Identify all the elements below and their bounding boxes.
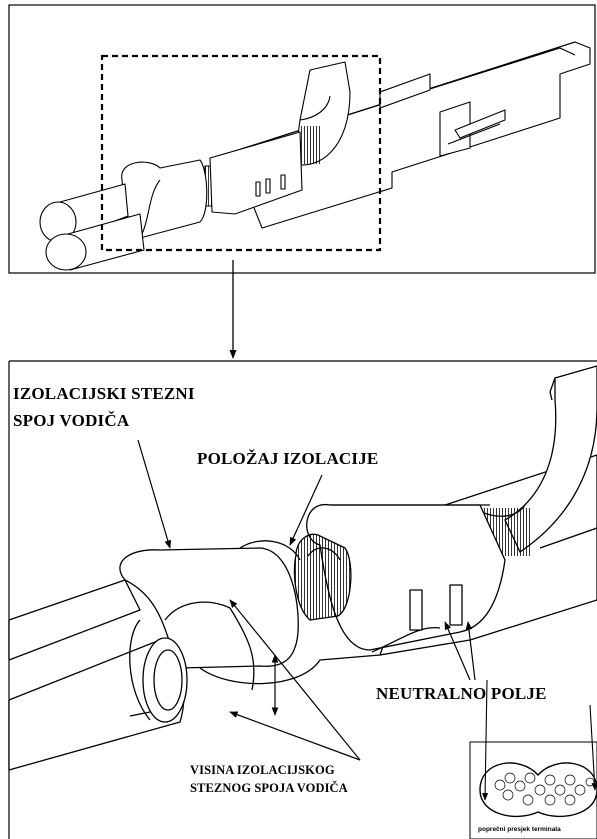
label-insulation-position: POLOŽAJ IZOLACIJE [197,449,379,468]
detail-terminal-drawing [8,365,597,771]
label-neutral-field: NEUTRALNO POLJE [376,684,547,703]
detail-panel [8,360,597,839]
zoom-region-box [100,54,382,252]
leader-neutral-field-2 [465,621,476,681]
leader-crimp-height-2 [229,711,361,761]
label-insulation-crimp-line2: SPOJ VODIČA [13,411,130,430]
label-insulation-crimp-line1: IZOLACIJSKI STEZNI [13,384,195,403]
leader-insulation-crimp [137,439,172,549]
overview-terminal-drawing [39,41,591,271]
label-crimp-height-line2: STEZNOG SPOJA VODIČA [190,781,348,795]
label-crimp-height-line1: VISINA IZOLACIJSKOG [190,763,335,777]
leader-insulation-position [289,474,323,546]
label-cross-section: poprečni presjek terminala [478,826,561,833]
leader-crimp-height-1 [229,599,361,761]
cross-section-inset [469,679,597,839]
leader-neutral-field-1 [444,621,471,681]
overview-panel [8,4,596,274]
